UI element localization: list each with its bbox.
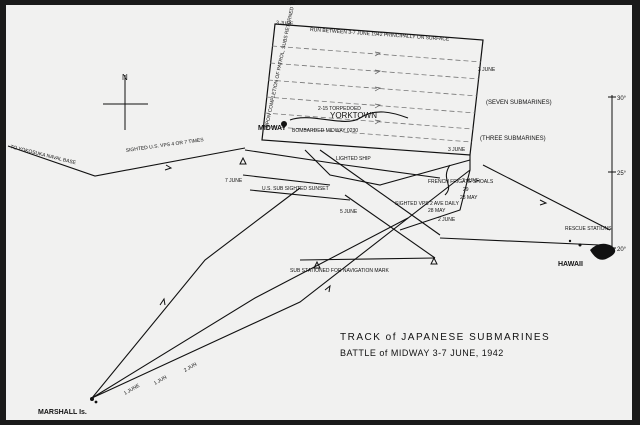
date-2june: 2 JUNE <box>462 178 480 184</box>
torpedoed-label: 2-15 TORPEDOED <box>318 106 361 112</box>
rescue-label: RESCUE STATIONS <box>565 226 612 232</box>
date-5june: 5 JUNE <box>340 209 358 215</box>
three-subs-label: (THREE SUBMARINES) <box>480 136 546 142</box>
bombarded-label: BOMBARDED MIDWAY 0230 <box>292 128 358 134</box>
lat-20: 20° <box>617 247 627 253</box>
lat-25: 25° <box>617 171 627 177</box>
marshall-islands <box>90 397 98 404</box>
lighted-ship-label: LIGHTED SHIP <box>336 156 371 162</box>
date-28may-b: 28 MAY <box>428 208 446 214</box>
date-7june-label: 7 JUNE <box>225 178 243 184</box>
marshall-label: MARSHALL Is. <box>38 409 87 416</box>
date-28may: 28 MAY <box>460 195 478 201</box>
date-3june-b: 3 JUNE <box>478 67 496 73</box>
lat-30: 30° <box>617 96 627 102</box>
midway-island <box>281 121 287 127</box>
latitude-scale: 30° 25° 20° <box>608 95 627 253</box>
map-title: TRACK of JAPANESE SUBMARINES <box>340 332 550 343</box>
hawaii-label: HAWAII <box>558 261 583 268</box>
svg-text:N: N <box>122 73 128 82</box>
submarine-tracks <box>7 111 611 399</box>
seven-subs-label: (SEVEN SUBMARINES) <box>486 100 552 106</box>
date-29: 29 <box>463 187 469 193</box>
sighted-vps-short: SIGHTED VPS 2 AVE DAILY <box>395 201 460 207</box>
date-3june-c: 3 JUNE <box>448 147 466 153</box>
date-3june-a: 3 JUNE <box>276 20 294 27</box>
yorktown-label: YORKTOWN <box>330 111 377 120</box>
date-2june-b: 2 JUNE <box>438 217 456 223</box>
compass-cross-icon: N <box>103 73 148 130</box>
us-sub-label: U.S. SUB SIGHTED SUNSET <box>262 186 329 192</box>
paper-sheet <box>6 5 632 420</box>
french-frigate-label: FRENCH FRIGATE SHOALS <box>428 179 494 185</box>
sub-nav-mark-label: SUB STATIONED FOR NAVIGATION MARK <box>290 268 389 274</box>
midway-label: MIDWAY <box>258 125 286 132</box>
map-subtitle: BATTLE of MIDWAY 3-7 JUNE, 1942 <box>340 348 504 358</box>
